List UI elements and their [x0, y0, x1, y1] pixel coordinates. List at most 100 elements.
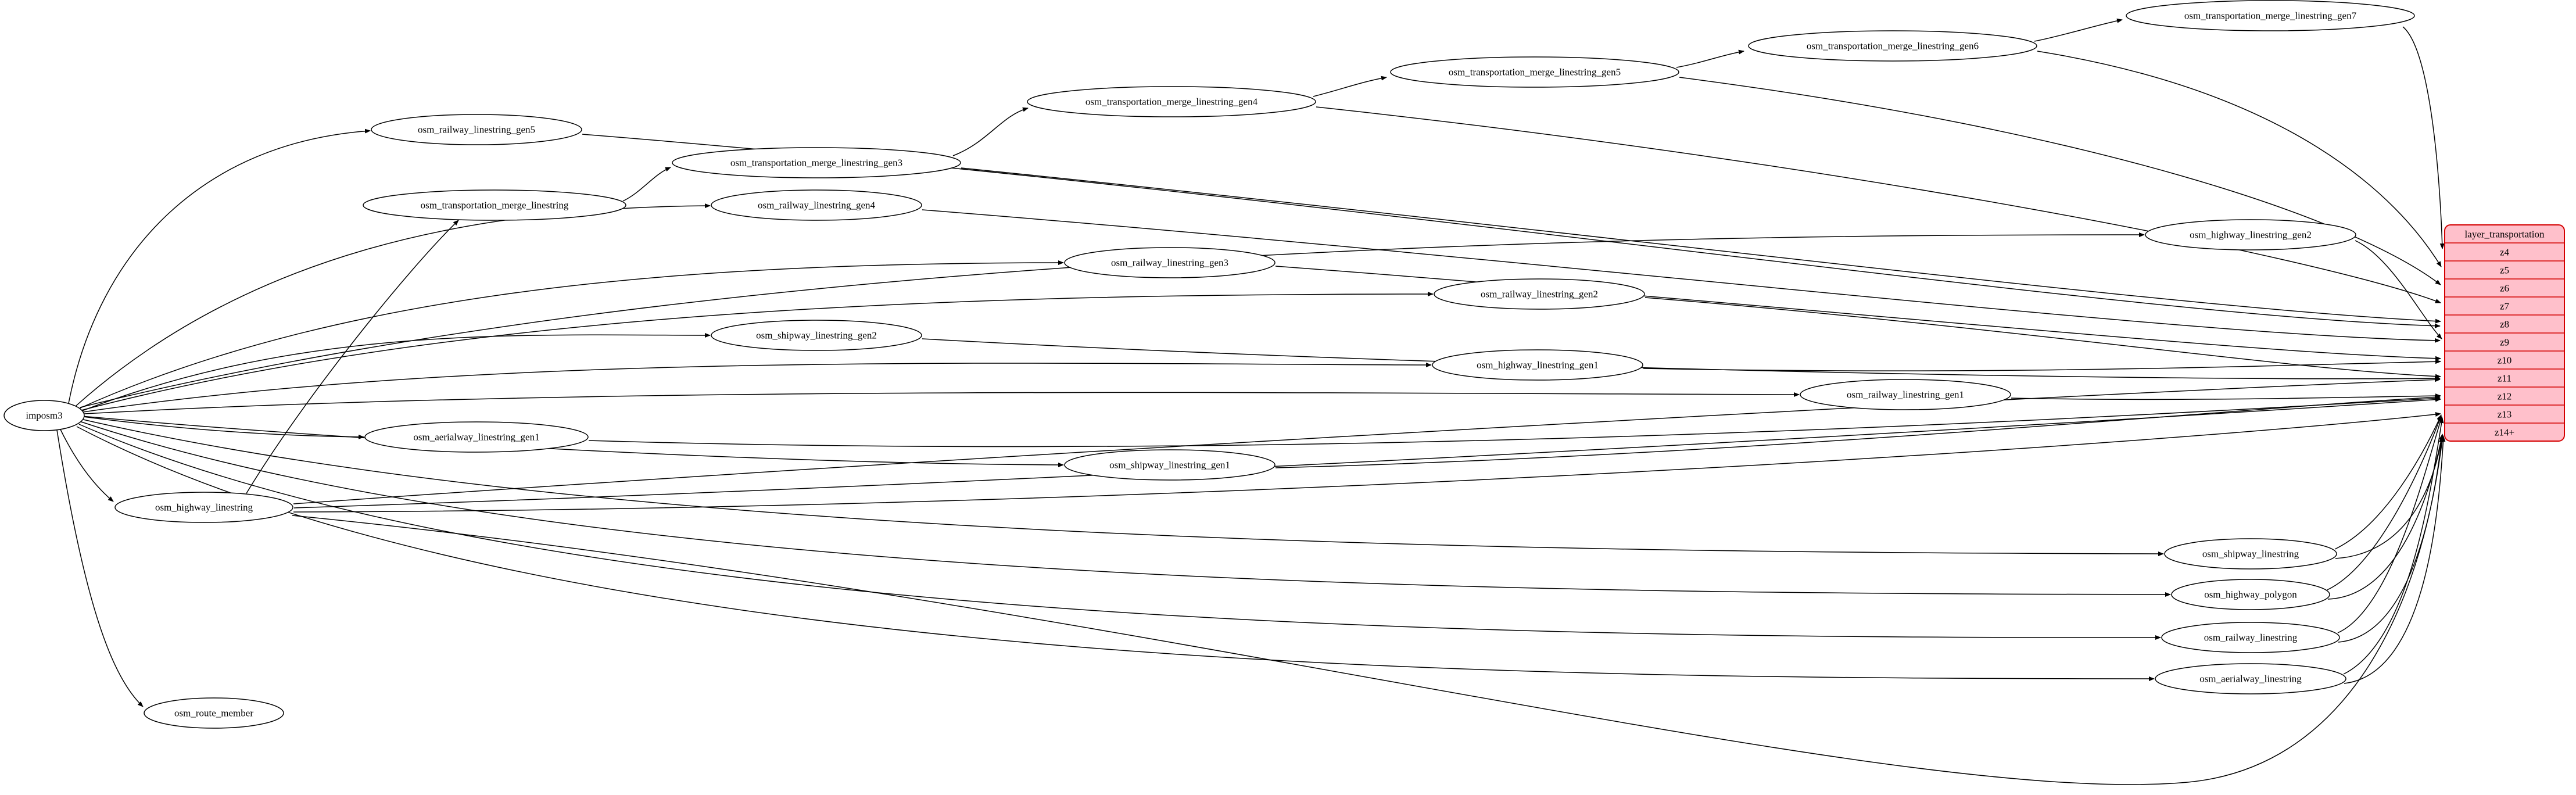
edge-osm_highway_linestring-z11	[293, 377, 2441, 504]
edge-imposm3-osm_railway_linestring_gen3	[78, 260, 1064, 409]
node-label: osm_railway_linestring_gen2	[1481, 289, 1598, 300]
record-row-z4: z4	[2500, 247, 2510, 258]
edge-osm_highway_linestring_gen2-z9	[2355, 240, 2442, 339]
node-osm_route_member: osm_route_member	[144, 697, 284, 729]
node-osm_shipway_linestring_gen2: osm_shipway_linestring_gen2	[711, 320, 922, 351]
node-label: osm_transportation_merge_linestring_gen3	[730, 157, 902, 169]
edge-imposm3-osm_shipway_linestring_gen2	[81, 332, 711, 411]
edge-imposm3-osm_railway_linestring_gen1	[84, 392, 1800, 414]
edges-layer	[56, 18, 2446, 785]
node-label: osm_railway_linestring_gen1	[1847, 389, 1964, 400]
node-label: osm_shipway_linestring_gen2	[756, 330, 877, 341]
node-label: osm_aerialway_linestring_gen1	[413, 432, 539, 443]
node-label: osm_highway_linestring_gen2	[2190, 230, 2312, 241]
edge-imposm3-osm_railway_linestring_gen5	[68, 128, 371, 404]
edge-imposm3-osm_highway_linestring	[60, 429, 114, 502]
edge-osm_highway_polygon-z13	[2327, 415, 2442, 590]
node-osm_aerialway_linestring: osm_aerialway_linestring	[2155, 663, 2346, 694]
node-osm_railway_linestring_gen4: osm_railway_linestring_gen4	[711, 189, 922, 221]
node-label: osm_highway_linestring_gen1	[1477, 360, 1599, 371]
node-label: osm_shipway_linestring	[2202, 549, 2299, 560]
node-osm_shipway_linestring: osm_shipway_linestring	[2164, 538, 2337, 570]
edge-osm_aerialway_linestring-z14	[2344, 436, 2446, 684]
node-osm_transportation_merge_linestring_gen4: osm_transportation_merge_linestring_gen4	[1027, 86, 1316, 117]
edge-imposm3-osm_highway_linestring_gen1	[83, 362, 1432, 413]
edge-imposm3-osm_shipway_linestring	[80, 418, 2164, 556]
node-osm_highway_polygon: osm_highway_polygon	[2171, 579, 2330, 610]
node-label: osm_transportation_merge_linestring_gen4	[1085, 96, 1258, 108]
node-osm_aerialway_linestring_gen1: osm_aerialway_linestring_gen1	[364, 421, 589, 453]
edge-osm_shipway_linestring-z13	[2334, 414, 2442, 550]
edge-imposm3-osm_route_member	[56, 429, 144, 707]
node-osm_transportation_merge_linestring_gen5: osm_transportation_merge_linestring_gen5	[1390, 56, 1679, 88]
record-row-z10: z10	[2498, 355, 2512, 366]
edge-osm_transportation_merge_linestring_gen7-z4	[2402, 26, 2445, 249]
edge-osm_transportation_merge_linestring_gen4-z7	[1316, 106, 2441, 303]
node-label: osm_railway_linestring_gen5	[418, 124, 535, 135]
edge-osm_transportation_merge_linestring_gen3-osm_transportation_merge_linestring_gen4	[952, 107, 1029, 156]
node-osm_railway_linestring: osm_railway_linestring	[2161, 622, 2340, 653]
node-label: osm_railway_linestring_gen4	[758, 200, 876, 211]
edge-osm_transportation_merge_linestring_gen5-osm_transportation_merge_linestring_gen6	[1676, 49, 1744, 68]
node-osm_transportation_merge_linestring_gen6: osm_transportation_merge_linestring_gen6	[1748, 30, 2037, 62]
edge-osm_railway_linestring-z13	[2337, 416, 2443, 633]
edge-osm_railway_linestring_gen1-z12	[2011, 393, 2441, 400]
node-label: osm_transportation_merge_linestring	[421, 200, 569, 211]
node-osm_railway_linestring_gen1: osm_railway_linestring_gen1	[1800, 379, 2011, 410]
record-title: layer_transportation	[2465, 229, 2545, 240]
node-osm_highway_linestring: osm_highway_linestring	[114, 492, 293, 523]
record-row-z13: z13	[2498, 409, 2512, 420]
edge-osm_transportation_merge_linestring_gen6-osm_transportation_merge_linestring_gen7	[2034, 18, 2123, 42]
edge-osm_transportation_merge_linestring_gen4-osm_transportation_merge_linestring_gen5	[1313, 76, 1387, 97]
node-label: osm_route_member	[174, 708, 253, 719]
edge-osm_highway_linestring-osm_transportation_merge_linestring	[246, 220, 459, 494]
record-row-z8: z8	[2500, 319, 2509, 330]
edge-imposm3-osm_railway_linestring_gen2	[81, 292, 1434, 411]
node-osm_highway_linestring_gen1: osm_highway_linestring_gen1	[1432, 349, 1643, 381]
record-row-z9: z9	[2500, 337, 2509, 348]
edge-osm_transportation_merge_linestring_gen6-z5	[2037, 51, 2442, 267]
node-osm_transportation_merge_linestring_gen7: osm_transportation_merge_linestring_gen7	[2126, 0, 2415, 31]
node-label: osm_shipway_linestring_gen1	[1109, 460, 1230, 471]
edge-imposm3-osm_aerialway_linestring	[76, 426, 2155, 681]
node-label: osm_railway_linestring	[2204, 632, 2298, 643]
record-row-z14: z14+	[2495, 427, 2514, 438]
node-label: osm_highway_linestring	[155, 502, 253, 513]
node-osm_railway_linestring_gen5: osm_railway_linestring_gen5	[371, 114, 582, 145]
node-label: osm_transportation_merge_linestring_gen7	[2184, 10, 2357, 22]
nodes-layer: imposm3 osm_railway_linestring_gen5 osm_…	[3, 0, 2415, 729]
node-osm_railway_linestring_gen2: osm_railway_linestring_gen2	[1434, 278, 1645, 310]
edge-imposm3-osm_shipway_linestring_gen1	[81, 416, 1064, 467]
record-row-z5: z5	[2500, 265, 2509, 276]
edge-osm_highway_polygon-z14	[2327, 434, 2444, 600]
edge-imposm3-osm_highway_polygon	[79, 421, 2171, 597]
edge-osm_highway_linestring-z13	[293, 412, 2441, 513]
node-label: osm_railway_linestring_gen3	[1111, 257, 1228, 268]
node-label: osm_highway_polygon	[2204, 589, 2297, 600]
edge-osm_transportation_merge_linestring_gen3-z8	[961, 167, 2441, 324]
edge-osm_aerialway_linestring-z13	[2343, 417, 2444, 675]
node-label: osm_transportation_merge_linestring_gen6	[1807, 41, 1979, 52]
edge-osm_highway_linestring-z14	[292, 436, 2444, 785]
node-osm_railway_linestring_gen3: osm_railway_linestring_gen3	[1064, 247, 1276, 278]
edge-osm_railway_linestring-z14	[2338, 435, 2445, 643]
edge-osm_highway_linestring-z12	[293, 397, 2441, 508]
record-row-z6: z6	[2500, 283, 2509, 294]
edge-osm_aerialway_linestring_gen1-z12	[588, 396, 2441, 447]
record-row-z12: z12	[2498, 391, 2512, 402]
edge-osm_highway_linestring_gen1-z10	[1643, 359, 2441, 371]
edge-osm_railway_linestring_gen2-z11	[1645, 297, 2441, 379]
edge-osm_railway_linestring_gen3-z10	[1275, 266, 2441, 361]
node-osm_transportation_merge_linestring: osm_transportation_merge_linestring	[363, 189, 626, 221]
record-layer_transportation: layer_transportation z4 z5 z6 z7 z8 z9 z…	[2444, 224, 2565, 442]
node-label: osm_transportation_merge_linestring_gen5	[1449, 67, 1621, 78]
edge-osm_transportation_merge_linestring_gen5-z6	[1679, 77, 2441, 285]
record-row-z11: z11	[2498, 373, 2511, 384]
edge-osm_shipway_linestring_gen2-z11	[922, 338, 2441, 381]
node-osm_highway_linestring_gen2: osm_highway_linestring_gen2	[2145, 219, 2356, 250]
node-osm_shipway_linestring_gen1: osm_shipway_linestring_gen1	[1064, 449, 1276, 481]
edge-osm_railway_linestring_gen4-z9	[922, 209, 2441, 343]
record-row-z7: z7	[2500, 301, 2510, 312]
